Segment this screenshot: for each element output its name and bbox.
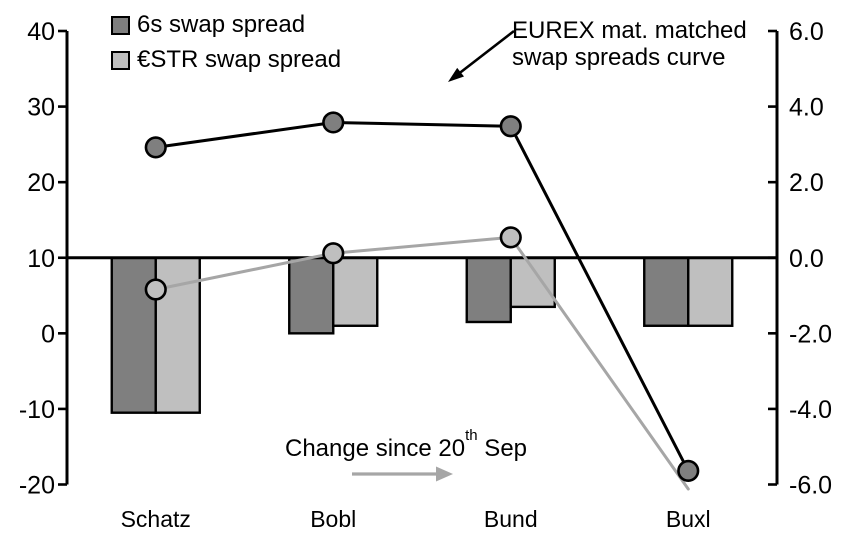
legend: 6s swap spread €STR swap spread (111, 11, 341, 81)
curve-annotation-line1: EUREX mat. matched (512, 17, 747, 44)
right-axis-tick-label--4.0: -4.0 (789, 396, 832, 424)
legend-label-6s: 6s swap spread (137, 11, 306, 38)
right-axis-tick-label--6.0: -6.0 (789, 472, 832, 500)
change-since-label: Change since 20th Sep (256, 427, 556, 463)
left-axis-tick-label-20: 20 (27, 169, 55, 197)
left-axis-tick-label-10: 10 (27, 245, 55, 273)
legend-item-estr: €STR swap spread (111, 46, 341, 74)
change-since-suffix: Sep (477, 435, 528, 462)
category-label-schatz: Schatz (121, 506, 191, 532)
category-label-bobl: Bobl (310, 506, 356, 532)
curve-annotation-arrowhead-icon (448, 67, 464, 82)
curve-annotation-line2: swap spreads curve (512, 44, 726, 71)
right-axis-tick-label-0.0: 0.0 (789, 245, 824, 273)
change-since-prefix: Change since 20 (284, 435, 466, 462)
legend-item-6s: 6s swap spread (111, 11, 341, 39)
right-axis-tick-label-4.0: 4.0 (789, 94, 824, 122)
curve-annotation-arrow-icon (458, 29, 515, 75)
line-estr (154, 235, 690, 491)
curve-annotation: EUREX mat. matched swap spreads curve (512, 17, 747, 71)
bar-estr-buxl (687, 256, 734, 327)
marker-6s-bobl-icon (322, 111, 345, 134)
left-axis-tick-label-30: 30 (27, 94, 55, 122)
marker-6s-schatz-icon (144, 136, 167, 159)
bar-6s-bobl (288, 256, 335, 335)
category-label-buxl: Buxl (666, 506, 711, 532)
bar-6s-buxl (643, 256, 690, 327)
left-axis-tick-label--20: -20 (19, 472, 55, 500)
bar-estr-bund (509, 256, 556, 309)
marker-6s-buxl-icon (677, 459, 700, 482)
marker-estr-bobl-icon (322, 242, 345, 265)
left-axis-tick-label-40: 40 (27, 18, 55, 46)
category-label-bund: Bund (484, 506, 538, 532)
change-since-arrowhead-icon (436, 466, 453, 482)
bar-6s-bund (465, 256, 512, 324)
legend-swatch-6s-icon (111, 15, 130, 35)
change-since-sup: th (465, 427, 478, 444)
left-axis-tick-label--10: -10 (19, 396, 55, 424)
marker-estr-bund-icon (499, 226, 522, 249)
bar-estr-bobl (332, 256, 379, 327)
legend-swatch-estr-icon (111, 50, 130, 70)
right-axis-tick-label-6.0: 6.0 (789, 18, 824, 46)
left-axis-tick-label-0: 0 (41, 320, 55, 348)
line-6s (154, 120, 690, 473)
right-axis-tick-label-2.0: 2.0 (789, 169, 824, 197)
right-axis-tick-label--2.0: -2.0 (789, 320, 832, 348)
marker-6s-bund-icon (499, 115, 522, 138)
legend-label-estr: €STR swap spread (137, 46, 342, 73)
marker-estr-schatz-icon (144, 278, 167, 301)
